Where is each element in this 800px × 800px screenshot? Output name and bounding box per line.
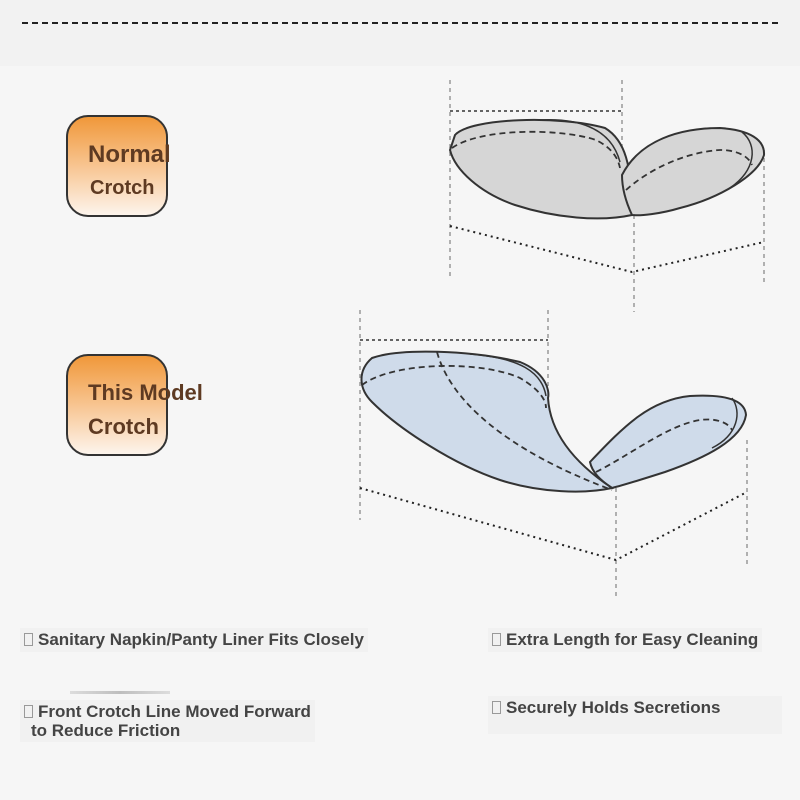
header-band xyxy=(0,0,800,66)
bullet-box-icon xyxy=(24,633,33,646)
bullet-box-icon xyxy=(492,633,501,646)
feature-front-line-text-1: Front Crotch Line Moved Forward xyxy=(38,702,311,721)
model-crotch-diagram xyxy=(359,310,748,600)
feature-extra-length: Extra Length for Easy Cleaning xyxy=(488,628,763,652)
feature-secure: Securely Holds Secretions xyxy=(488,696,782,734)
bullet-box-icon xyxy=(492,701,501,714)
normal-crotch-badge: Normal Crotch xyxy=(66,115,171,217)
normal-crotch-diagram xyxy=(448,80,766,312)
feature-secure-text: Securely Holds Secretions xyxy=(506,698,721,717)
feature-front-line-text-2: to Reduce Friction xyxy=(31,721,181,740)
decorative-smudge xyxy=(70,691,170,694)
feature-length-text: Extra Length for Easy Cleaning xyxy=(506,630,759,649)
model-badge-title: This Model xyxy=(88,380,203,405)
feature-fit-closely: Sanitary Napkin/Panty Liner Fits Closely xyxy=(20,628,368,652)
model-crotch-badge: This Model Crotch xyxy=(66,354,203,456)
feature-front-line: Front Crotch Line Moved Forward to Reduc… xyxy=(20,700,315,742)
normal-badge-subtitle: Crotch xyxy=(90,177,155,199)
top-dashed-divider xyxy=(22,22,778,24)
bullet-box-icon xyxy=(24,705,33,718)
normal-badge-title: Normal xyxy=(88,141,171,168)
model-badge-subtitle: Crotch xyxy=(88,414,159,439)
feature-fit-text: Sanitary Napkin/Panty Liner Fits Closely xyxy=(38,630,364,649)
